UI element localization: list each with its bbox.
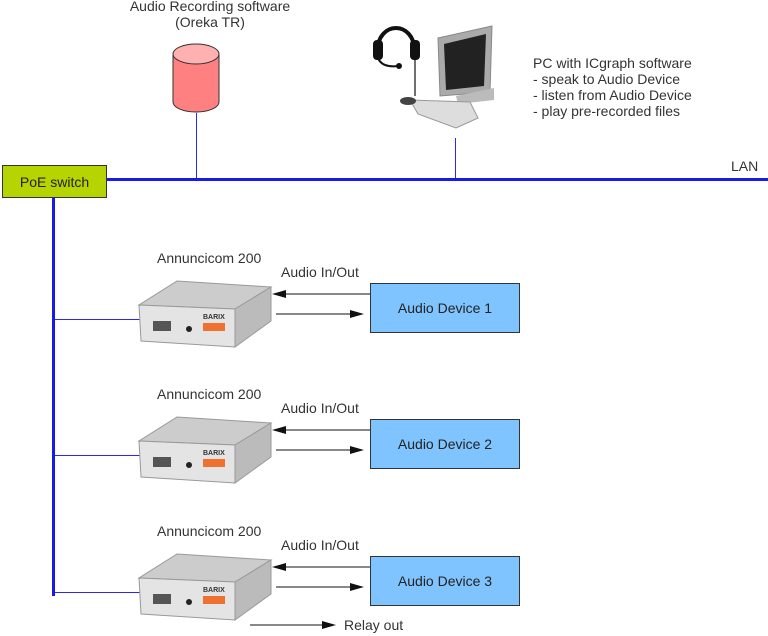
relay-arrow	[250, 621, 336, 629]
brand-text: BARIX	[203, 450, 225, 457]
device-label: Annuncicom 200	[157, 386, 262, 402]
recorder-subtitle: (Oreka TR)	[175, 14, 245, 30]
desktop-computer-with-headset-icon	[373, 25, 494, 129]
annuncicom-device-icon: BARIX	[137, 280, 273, 348]
recorder-title: Audio Recording software	[129, 0, 291, 14]
audio-device-box: Audio Device 1	[370, 283, 520, 333]
database-cylinder-icon	[172, 43, 220, 113]
link-label: Audio In/Out	[281, 264, 359, 280]
poe-trunk-line	[52, 198, 55, 596]
pc-link	[455, 138, 456, 179]
brand-text: BARIX	[203, 314, 225, 321]
recorder-link	[196, 113, 197, 179]
arrow-left-icon	[272, 563, 286, 571]
annuncicom-device-icon: BARIX	[137, 553, 273, 621]
pc-description-line: - speak to Audio Device	[533, 71, 681, 87]
bidirectional-arrows	[272, 426, 370, 454]
arrow-right-icon	[350, 446, 364, 454]
pc-description-line: PC with ICgraph software	[533, 55, 692, 71]
lan-label: LAN	[731, 158, 759, 174]
arrow-right-icon	[322, 621, 336, 629]
device-label: Annuncicom 200	[157, 250, 262, 266]
link-label: Audio In/Out	[281, 400, 359, 416]
link-label: Audio In/Out	[281, 537, 359, 553]
drop-line	[55, 455, 140, 456]
pc-description: PC with ICgraph software - speak to Audi…	[533, 55, 692, 119]
arrow-right-icon	[350, 583, 364, 591]
annuncicom-device-icon: BARIX	[137, 416, 273, 484]
bidirectional-arrows	[272, 563, 370, 591]
brand-text: BARIX	[203, 587, 225, 594]
drop-line	[55, 592, 140, 593]
arrow-right-icon	[350, 310, 364, 318]
audio-device-box: Audio Device 3	[370, 556, 520, 606]
arrow-left-icon	[272, 426, 286, 434]
pc-description-line: - listen from Audio Device	[533, 87, 692, 103]
poe-switch: PoE switch	[2, 165, 107, 198]
arrow-left-icon	[272, 290, 286, 298]
pc-description-line: - play pre-recorded files	[533, 103, 681, 119]
drop-line	[55, 319, 140, 320]
relay-out-label: Relay out	[344, 617, 404, 633]
device-label: Annuncicom 200	[157, 523, 262, 539]
audio-device-box: Audio Device 2	[370, 419, 520, 469]
lan-line	[106, 178, 768, 181]
bidirectional-arrows	[272, 290, 370, 318]
